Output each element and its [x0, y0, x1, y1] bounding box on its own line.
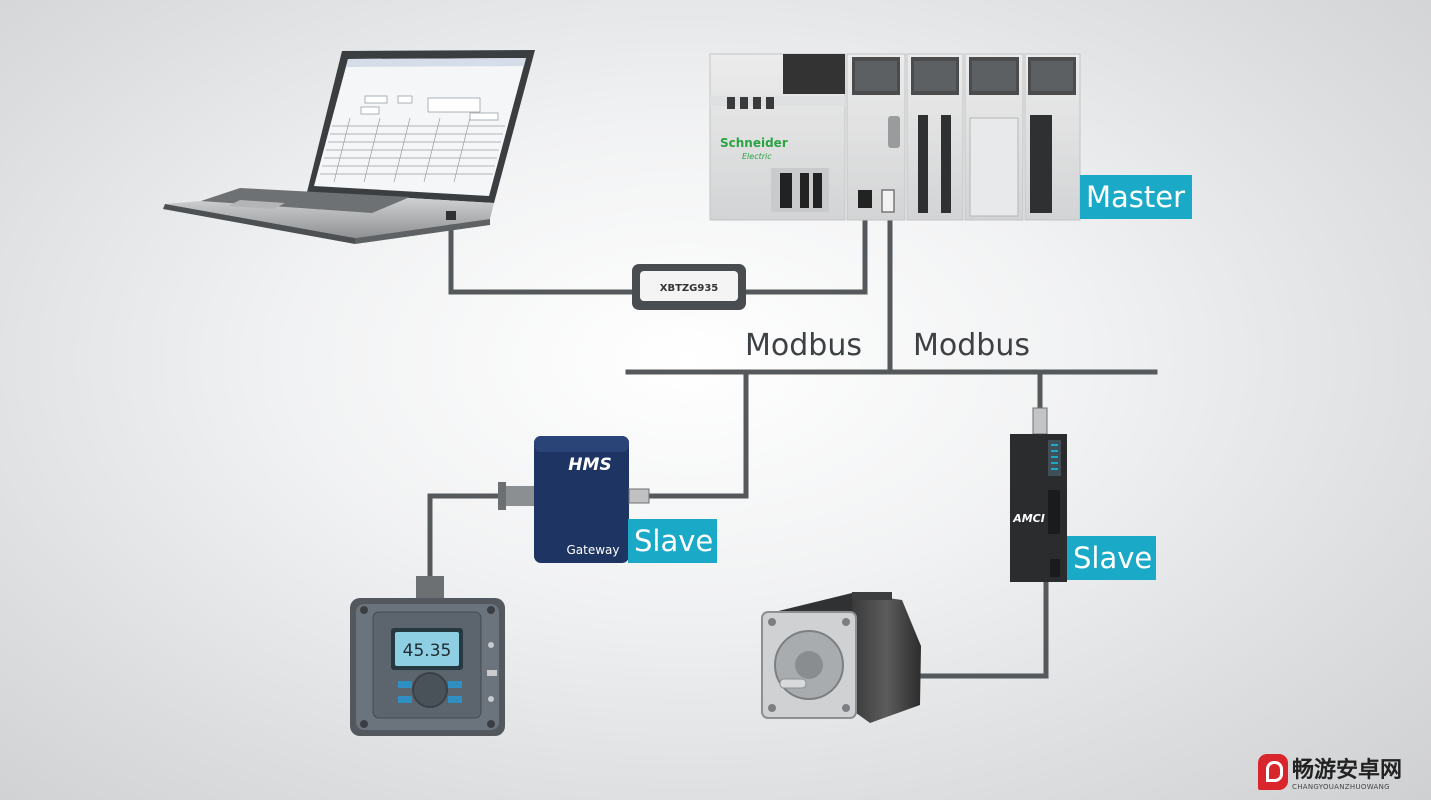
laptop-screen-titlebar [346, 58, 526, 67]
xbtzg935-adapter: XBTZG935 [632, 264, 746, 310]
meter-display [395, 632, 459, 666]
gateway-serial-connector [501, 486, 534, 506]
screen-form-fields [360, 95, 499, 121]
drive-slave-tag: Slave [1067, 536, 1156, 580]
motor-cable [915, 579, 1049, 679]
laptop-side [355, 219, 490, 244]
schneider-logo: Schneider [720, 136, 788, 150]
gateway-rj45-connector [628, 488, 650, 504]
plc-rack: Schneider Electric [709, 53, 1081, 221]
stepper-motor [761, 592, 921, 723]
laptop-usb-port [446, 211, 456, 220]
laptop-touchpad [228, 200, 285, 209]
amci-drive: AMCI [1010, 407, 1067, 582]
laptop-screen [314, 58, 526, 196]
laptop [163, 50, 535, 244]
schneider-logo-sub: Electric [742, 152, 772, 161]
master-tag: Master [1080, 175, 1192, 219]
gateway-modbus-drop [645, 369, 749, 499]
wires [427, 207, 1158, 679]
plc-usb-cable [741, 207, 868, 295]
watermark-icon [1258, 754, 1288, 790]
gateway-slave-tag: Slave [628, 519, 717, 563]
watermark-logo: 畅游安卓网 CHANGYOUANZHUOWANG [1258, 752, 1428, 798]
watermark-title: 畅游安卓网 [1292, 758, 1403, 783]
meter-reading: 45.35 [403, 641, 452, 661]
process-meter: 45.35 [350, 576, 505, 736]
amci-logo: AMCI [1012, 512, 1045, 525]
laptop-keyboard [201, 188, 410, 213]
gateway-serial-cable [427, 493, 509, 581]
modbus-label-left: Modbus [745, 328, 862, 363]
adapter-label: XBTZG935 [660, 283, 719, 294]
modbus-label-right: Modbus [913, 328, 1030, 363]
hms-logo: HMS [568, 455, 611, 475]
laptop-front-edge [163, 204, 355, 244]
watermark-subtitle: CHANGYOUANZHUOWANG [1292, 783, 1390, 791]
gateway-text: Gateway [566, 543, 619, 557]
laptop-cable [448, 219, 639, 295]
screen-table [320, 117, 505, 183]
hms-gateway: HMS Gateway [498, 436, 650, 563]
